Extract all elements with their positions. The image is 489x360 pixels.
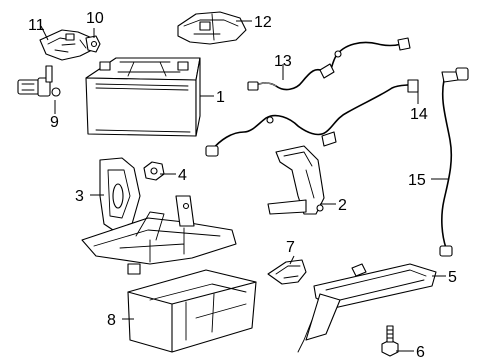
terminal-bracket-part-11 [39,29,93,61]
callout-12: 12 [254,14,272,31]
callout-11: 11 [28,17,45,34]
nut-part-4 [143,161,165,181]
heat-shield-part-7 [267,259,307,285]
leader-lines [40,20,448,352]
battery-cable-part-13 [247,37,411,91]
callout-1: 1 [216,89,225,106]
battery-insulator-part-8 [127,269,257,353]
callout-2: 2 [338,197,347,214]
callout-4: 4 [178,167,187,184]
battery-part-1 [85,57,201,137]
callout-10: 10 [86,10,104,27]
callout-13: 13 [274,53,292,70]
sensor-part-9 [17,65,61,97]
callout-6: 6 [416,344,425,360]
callout-3: 3 [75,188,84,205]
callout-8: 8 [107,312,116,329]
bolt-part-6 [381,325,399,357]
callout-14: 14 [410,106,428,123]
ground-cable-part-15 [439,67,469,257]
leader-7 [289,255,295,265]
callout-15: 15 [408,172,426,189]
callout-labels: 1 2 3 4 5 6 7 8 9 10 11 12 13 14 15 [28,10,457,360]
callout-5: 5 [448,269,457,286]
battery-tray-part-5 [297,263,437,353]
battery-cable-part-14 [205,79,419,157]
battery-tray-part-3 [81,157,237,275]
hold-down-strap-part-2 [267,145,325,215]
leader-11 [40,25,49,41]
terminal-cover-part-12 [177,11,247,45]
callout-7: 7 [286,239,295,256]
callout-9: 9 [50,114,59,131]
clip-part-10 [85,35,101,53]
